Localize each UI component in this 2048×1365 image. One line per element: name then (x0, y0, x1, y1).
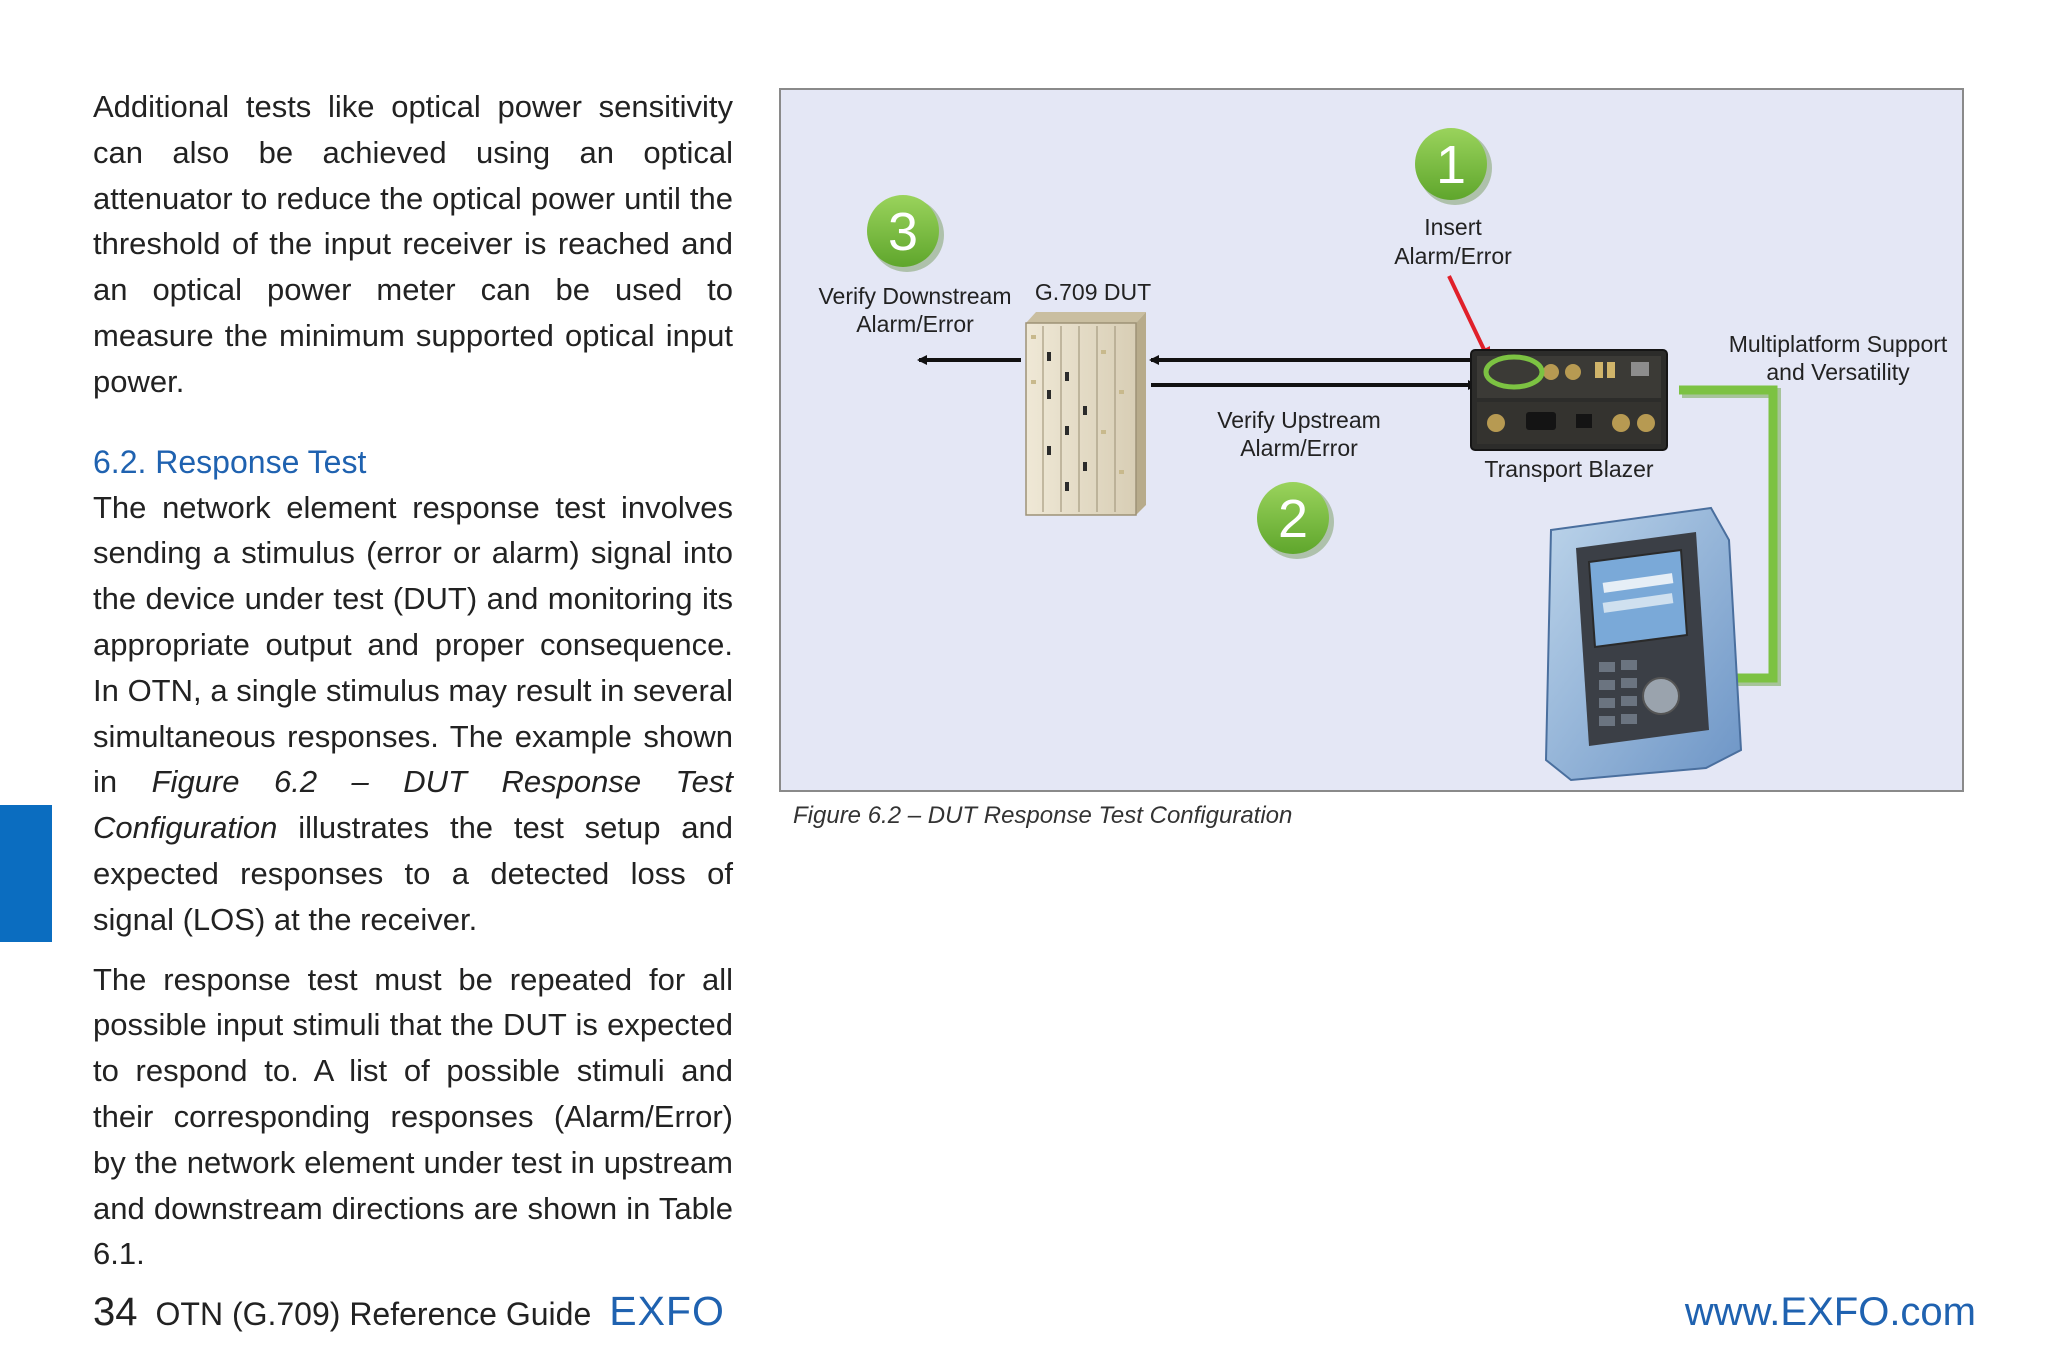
section-heading: 6.2. Response Test (93, 443, 367, 480)
step-2-badge: 2 (1257, 482, 1334, 559)
figure-reference: Figure 6.2 – DUT Response Test Configura… (93, 764, 733, 846)
transport-blazer-device (1470, 349, 1668, 451)
paragraph-part: illustrates the test setup and expected … (93, 810, 733, 937)
step-2-label-line2: Alarm/Error (1240, 435, 1358, 461)
step-3-number: 3 (888, 202, 918, 262)
brand-logo: EXFO (609, 1288, 725, 1334)
figure-caption: Figure 6.2 – DUT Response Test Configura… (793, 802, 1293, 829)
step-2-number: 2 (1278, 489, 1308, 549)
handheld-tester (1544, 506, 1743, 782)
body-column: Additional tests like optical power sens… (93, 84, 733, 1277)
step-3-label-line1: Verify Downstream (818, 283, 1011, 309)
dut-label: G.709 DUT (1035, 279, 1151, 305)
arrow-insert (1447, 275, 1491, 362)
guide-title: OTN (G.709) Reference Guide (155, 1296, 592, 1332)
paragraph-sensitivity: Additional tests like optical power sens… (93, 89, 733, 399)
step-1-label-line1: Insert (1424, 214, 1482, 240)
blazer-label: Transport Blazer (1484, 456, 1653, 482)
dut-device (1025, 312, 1146, 516)
chapter-tab (0, 805, 52, 942)
paragraph-part: The network element response test involv… (93, 489, 733, 800)
paragraph-response-test: The network element response test involv… (93, 485, 733, 943)
multiplatform-label-line2: and Versatility (1766, 359, 1910, 385)
website-url[interactable]: www.EXFO.com (1684, 1290, 1976, 1334)
step-1-label-line2: Alarm/Error (1394, 243, 1512, 269)
page-number: 34 (93, 1290, 138, 1334)
step-1-number: 1 (1436, 135, 1466, 195)
step-3-label-line2: Alarm/Error (856, 311, 974, 337)
highlight-port-ring (1483, 354, 1545, 390)
figure-dut-response: 3 Verify Downstream Alarm/Error G.709 DU… (779, 88, 1964, 792)
step-3-badge: 3 (867, 195, 944, 272)
paragraph-repeat: The response test must be repeated for a… (93, 961, 733, 1272)
step-1-badge: 1 (1415, 128, 1492, 205)
footer-left: 34 OTN (G.709) Reference Guide EXFO (93, 1288, 725, 1344)
step-2-label-line1: Verify Upstream (1217, 407, 1381, 433)
multiplatform-label-line1: Multiplatform Support (1729, 331, 1948, 357)
figure-diagram: 3 Verify Downstream Alarm/Error G.709 DU… (818, 128, 1948, 782)
